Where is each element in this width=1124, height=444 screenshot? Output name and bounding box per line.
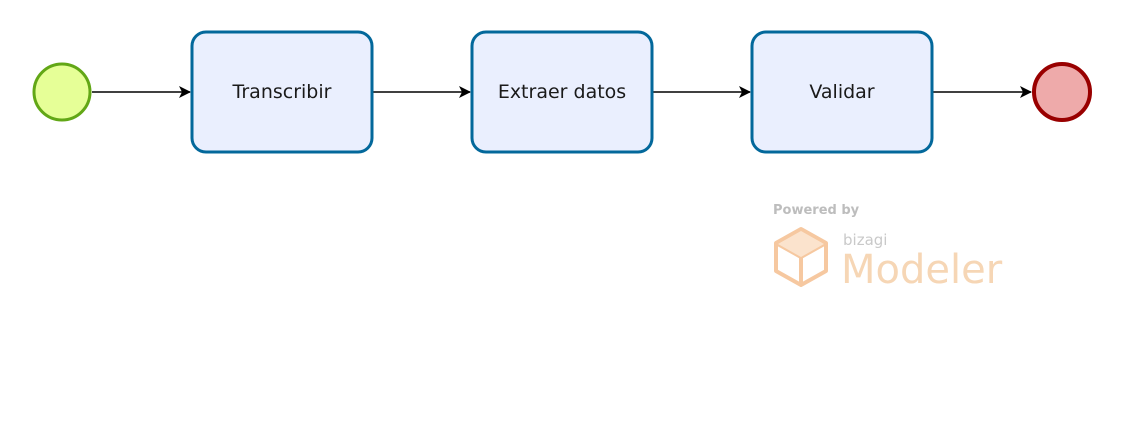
task-validar[interactable]: Validar: [750, 30, 934, 154]
task-label: Transcribir: [232, 81, 332, 103]
task-extraer-datos[interactable]: Extraer datos: [470, 30, 654, 154]
start-event[interactable]: [32, 62, 92, 122]
watermark: Powered by bizagi Modeler: [773, 203, 1003, 293]
watermark-product: Modeler: [841, 247, 1003, 293]
watermark-brand: bizagi: [843, 231, 887, 249]
task-box: [470, 30, 654, 154]
watermark-powered-by: Powered by: [773, 203, 860, 218]
task-box: [190, 30, 374, 154]
task-box: [750, 30, 934, 154]
end-event[interactable]: [1032, 62, 1092, 122]
task-label: Validar: [809, 81, 874, 103]
bizagi-logo-icon: [774, 227, 828, 287]
task-label: Extraer datos: [498, 81, 626, 103]
task-transcribir[interactable]: Transcribir: [190, 30, 374, 154]
